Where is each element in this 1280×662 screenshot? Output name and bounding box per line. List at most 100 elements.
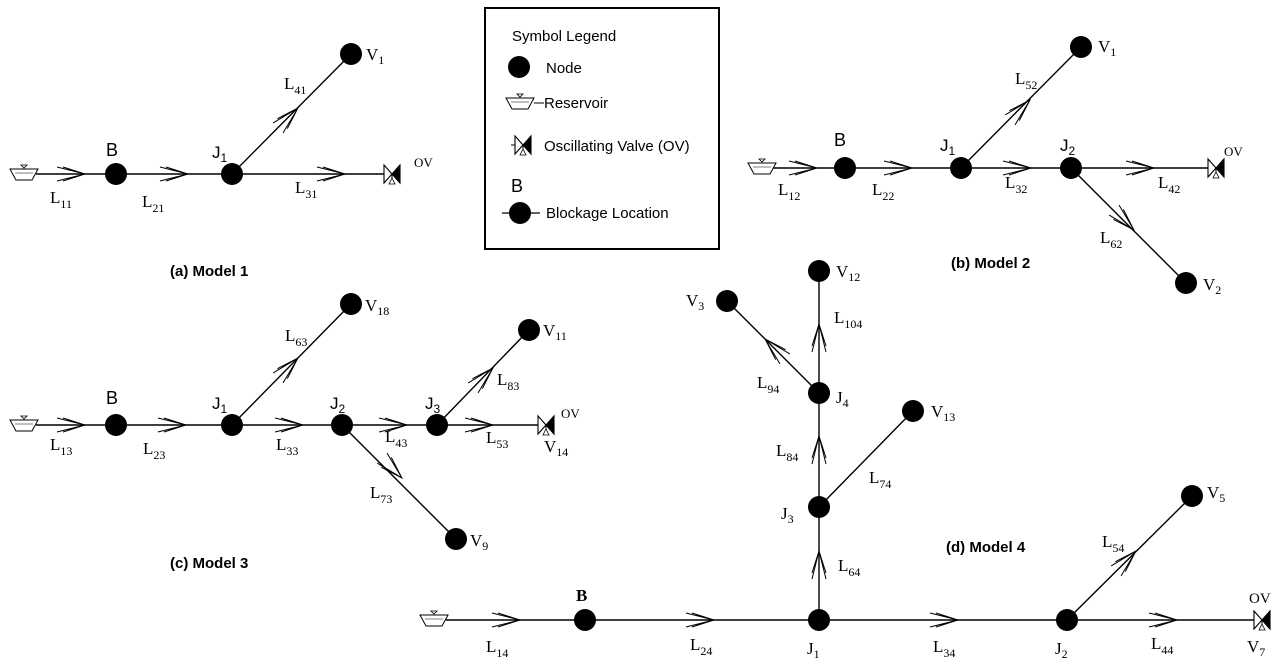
pipe xyxy=(960,46,1082,169)
pipe-label: L32 xyxy=(1005,173,1027,196)
legend-reservoir-icon xyxy=(505,93,544,110)
legend: Symbol Legend Node Reservoir Oscillating… xyxy=(484,7,720,250)
valve-node xyxy=(808,260,830,282)
valve-label: V11 xyxy=(543,321,567,343)
valve-tag: OV xyxy=(1249,591,1271,607)
pipe-label: L11 xyxy=(50,188,72,211)
valve-label: V2 xyxy=(1203,275,1221,297)
pipe-label: L104 xyxy=(834,308,862,331)
pipe-label: L74 xyxy=(869,468,891,491)
junction-node xyxy=(221,414,243,436)
valve-icon xyxy=(1253,610,1271,631)
junction-label: J4 xyxy=(836,388,849,410)
junction-node xyxy=(808,382,830,404)
valve-icon xyxy=(383,164,401,185)
junction-label: J1 xyxy=(212,143,228,165)
pipe-label: L44 xyxy=(1151,634,1173,657)
valve-node xyxy=(1070,36,1092,58)
valve-label: V7 xyxy=(1247,637,1265,659)
valve-label: V13 xyxy=(931,402,955,424)
pipe xyxy=(341,424,457,540)
pipe-label: L34 xyxy=(933,637,955,660)
pipe xyxy=(1070,167,1187,284)
blockage-label: B xyxy=(106,140,118,160)
pipe-label: L33 xyxy=(276,435,298,458)
pipe-label: L42 xyxy=(1158,173,1180,196)
pipe-label: L52 xyxy=(1015,69,1037,92)
valve-icon xyxy=(1207,158,1225,179)
legend-valve-icon xyxy=(511,135,532,156)
valve-label: V3 xyxy=(686,291,704,313)
pipe-label: L94 xyxy=(757,373,779,396)
pipe-label: L54 xyxy=(1102,532,1124,555)
model-caption: (c) Model 3 xyxy=(170,555,248,572)
junction-label: J1 xyxy=(212,394,228,416)
valve-tag: OV xyxy=(414,155,433,170)
model-2: B J1 J2 V1 V2 L12 L22 L32 L42 L52 L62 OV… xyxy=(747,36,1243,297)
legend-node-icon xyxy=(508,56,530,78)
pipe-label: L12 xyxy=(778,180,800,203)
pipe xyxy=(436,329,530,426)
junction-label: J2 xyxy=(1060,136,1076,158)
reservoir-icon xyxy=(9,415,39,432)
junction-node xyxy=(1056,609,1078,631)
pipe-label: L63 xyxy=(285,326,307,349)
pipe-label: L14 xyxy=(486,637,508,660)
valve-label: V1 xyxy=(366,45,384,67)
pipe-label: L83 xyxy=(497,370,519,393)
model-1: B J1 V1 L11 L21 L31 L41 OV (a) Model 1 xyxy=(9,43,433,280)
junction-label: J1 xyxy=(940,136,956,158)
flow-arrow-icon xyxy=(1004,94,1036,126)
junction-node xyxy=(808,609,830,631)
legend-node-label: Node xyxy=(546,60,582,77)
valve-node xyxy=(1181,485,1203,507)
valve-label: V18 xyxy=(365,296,389,318)
valve-label: V14 xyxy=(544,437,568,459)
pipe-label: L22 xyxy=(872,180,894,203)
pipe xyxy=(1066,495,1193,621)
junction-label: J1 xyxy=(807,639,820,661)
valve-node xyxy=(1175,272,1197,294)
valve-node xyxy=(445,528,467,550)
legend-blockage-mark: B xyxy=(511,176,523,196)
junction-label: J3 xyxy=(425,394,441,416)
pipe xyxy=(231,303,352,426)
valve-label: V5 xyxy=(1207,483,1225,505)
blockage-node xyxy=(834,157,856,179)
valve-tag: OV xyxy=(561,406,580,421)
valve-icon xyxy=(537,415,555,436)
junction-node xyxy=(426,414,448,436)
pipe xyxy=(818,410,914,508)
valve-tag: OV xyxy=(1224,144,1243,159)
model-caption: (b) Model 2 xyxy=(951,255,1030,272)
valve-label: V9 xyxy=(470,531,488,553)
pipe xyxy=(726,300,820,394)
legend-valve-label: Oscillating Valve (OV) xyxy=(544,138,690,155)
blockage-node xyxy=(105,163,127,185)
pipe-label: L73 xyxy=(370,483,392,506)
valve-node xyxy=(518,319,540,341)
pipe-label: L53 xyxy=(486,428,508,451)
valve-node xyxy=(716,290,738,312)
reservoir-icon xyxy=(9,164,39,181)
junction-label: J3 xyxy=(781,504,794,526)
valve-label: V12 xyxy=(836,262,860,284)
blockage-label: B xyxy=(106,388,118,408)
pipe-label: L31 xyxy=(295,178,317,201)
model-3: B J1 J2 J3 V18 V11 V14 V9 L13 L23 L33 L4… xyxy=(9,293,580,572)
pipe-label: L41 xyxy=(284,74,306,97)
reservoir-icon xyxy=(747,158,777,175)
valve-node xyxy=(340,43,362,65)
blockage-node xyxy=(574,609,596,631)
model-caption: (a) Model 1 xyxy=(170,263,248,280)
legend-title: Symbol Legend xyxy=(512,28,616,45)
model-4: B J1 J2 J3 J4 V12 V3 V13 V5 V7 L14 L24 L… xyxy=(419,260,1271,661)
junction-node xyxy=(808,496,830,518)
pipe-label: L62 xyxy=(1100,228,1122,251)
blockage-node xyxy=(105,414,127,436)
legend-blockage-label: Blockage Location xyxy=(546,205,669,222)
legend-reservoir-label: Reservoir xyxy=(544,95,608,112)
legend-blockage-icon xyxy=(509,202,531,224)
pipe xyxy=(231,53,352,175)
